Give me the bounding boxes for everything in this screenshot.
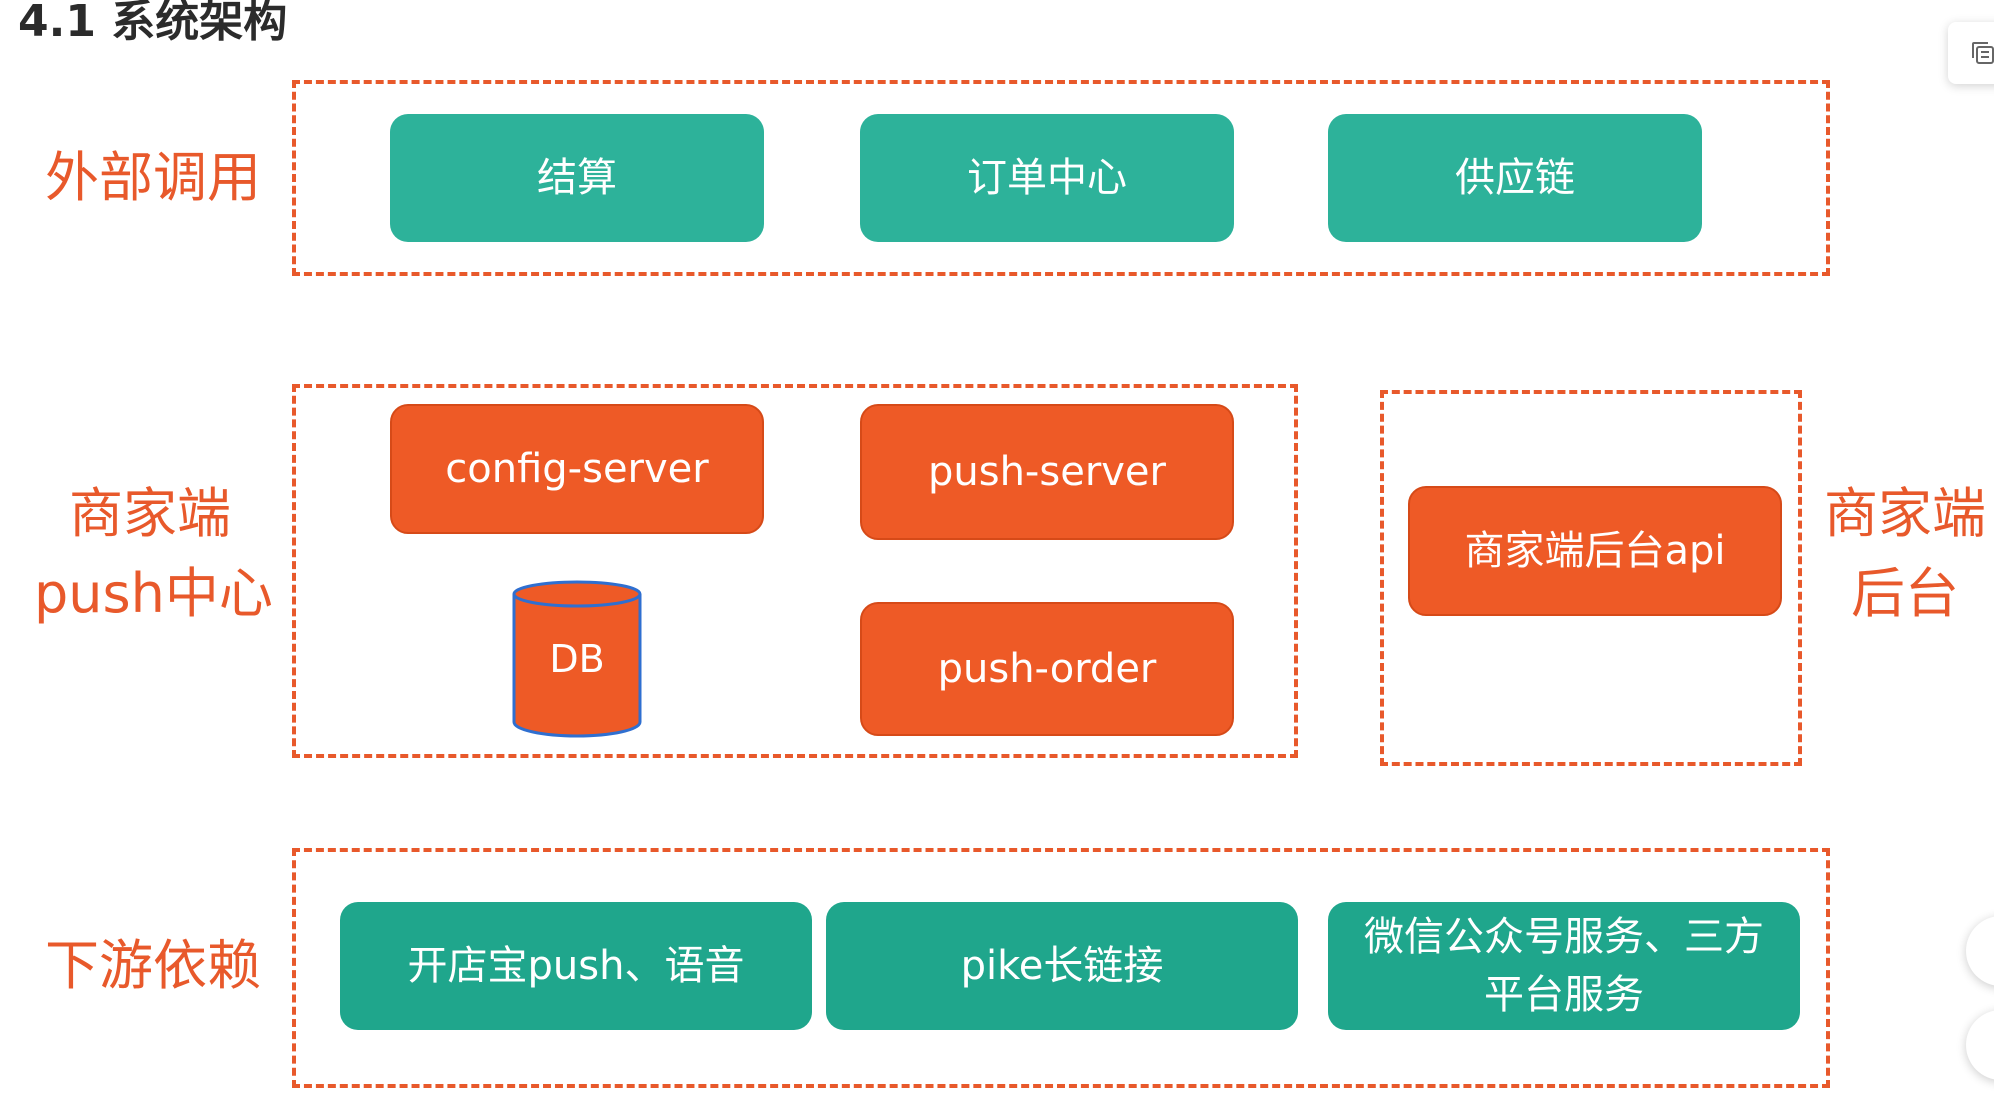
external-layer-label: 外部调用 [45,146,261,209]
database-cylinder-icon [512,580,642,738]
merchant-backend-api-node: 商家端后台api [1408,486,1782,616]
merchant-backend-label-line1: 商家端 [1824,482,1986,545]
push-server-node: push-server [860,404,1234,540]
merchant-backend-zone [1380,390,1802,766]
database-label: DB [549,637,605,681]
side-action-button[interactable] [1966,916,1994,986]
downstream-layer-label: 下游依赖 [45,934,261,997]
page-tool-button[interactable] [1948,22,1994,84]
supply-chain-node: 供应链 [1328,114,1702,242]
push-center-label-line2: push中心 [34,562,273,625]
copy-icon [1972,42,1994,64]
database-node: DB [512,580,642,738]
merchant-backend-label-line2: 后台 [1851,562,1959,625]
pike-long-connection-node: pike长链接 [826,902,1298,1030]
external-layer-zone [292,80,1830,276]
settlement-node: 结算 [390,114,764,242]
wechat-official-account-node: 微信公众号服务、三方平台服务 [1328,902,1800,1030]
downstream-layer-zone [292,848,1830,1088]
config-server-node: config-server [390,404,764,534]
order-center-node: 订单中心 [860,114,1234,242]
side-link-button[interactable] [1966,1010,1994,1080]
push-center-zone [292,384,1298,758]
kaidianbao-push-voice-node: 开店宝push、语音 [340,902,812,1030]
section-title: 4.1 系统架构 [18,0,288,47]
push-center-label-line1: 商家端 [69,482,231,545]
push-order-node: push-order [860,602,1234,736]
